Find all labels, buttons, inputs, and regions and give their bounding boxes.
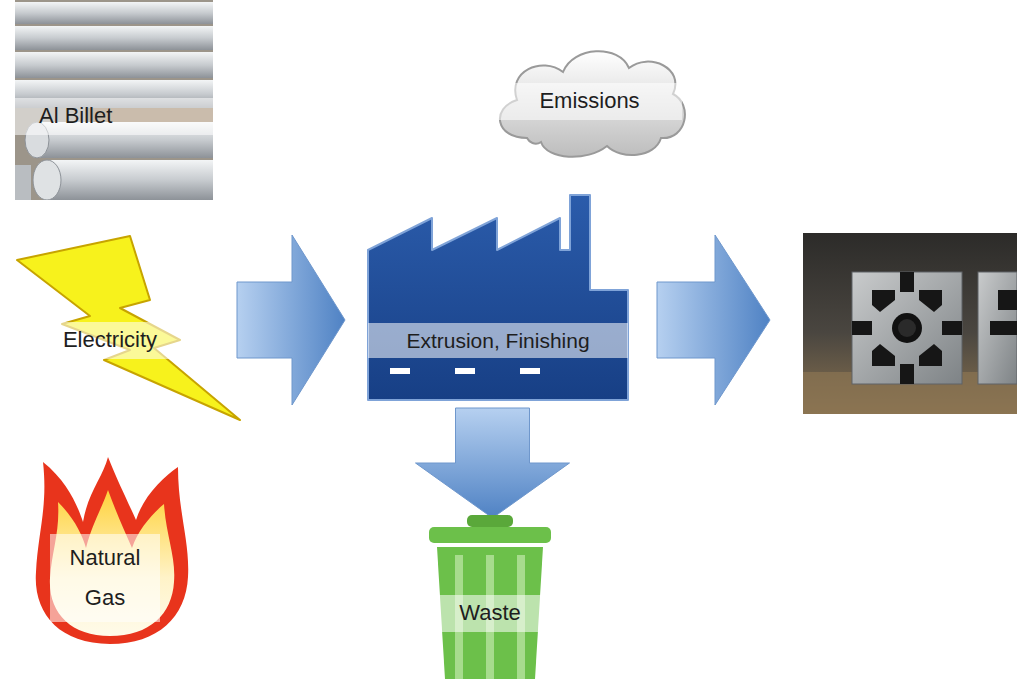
node-label: Electricity xyxy=(36,326,184,355)
input-arrow xyxy=(237,235,345,405)
label-band: Emissions xyxy=(497,83,682,120)
label-band: Natural Gas xyxy=(50,534,160,622)
node-label: Emissions xyxy=(503,87,676,116)
waste-bin: Waste xyxy=(425,515,555,679)
node-label: Extrusion, Finishing xyxy=(374,327,622,354)
label-band: Al Billet xyxy=(15,98,213,135)
node-label: Al Billet xyxy=(39,102,189,131)
output-arrow xyxy=(657,235,770,405)
label-band: Extrusion, Finishing xyxy=(368,323,628,358)
node-label: Waste xyxy=(437,599,543,628)
node-label: Natural Gas xyxy=(54,538,156,618)
product-photo xyxy=(803,233,1017,414)
electricity-bolt: Electricity xyxy=(12,232,244,424)
billet-photo: Al Billet xyxy=(15,0,213,200)
flow-arrow xyxy=(416,408,570,518)
factory-process-shape xyxy=(360,190,630,405)
natural-gas-flame: Natural Gas xyxy=(28,452,193,647)
label-band: Electricity xyxy=(30,322,190,359)
factory-process: Extrusion, Finishing xyxy=(360,190,630,405)
label-band: Waste xyxy=(433,595,547,632)
emissions-cloud: Emissions xyxy=(487,38,692,163)
